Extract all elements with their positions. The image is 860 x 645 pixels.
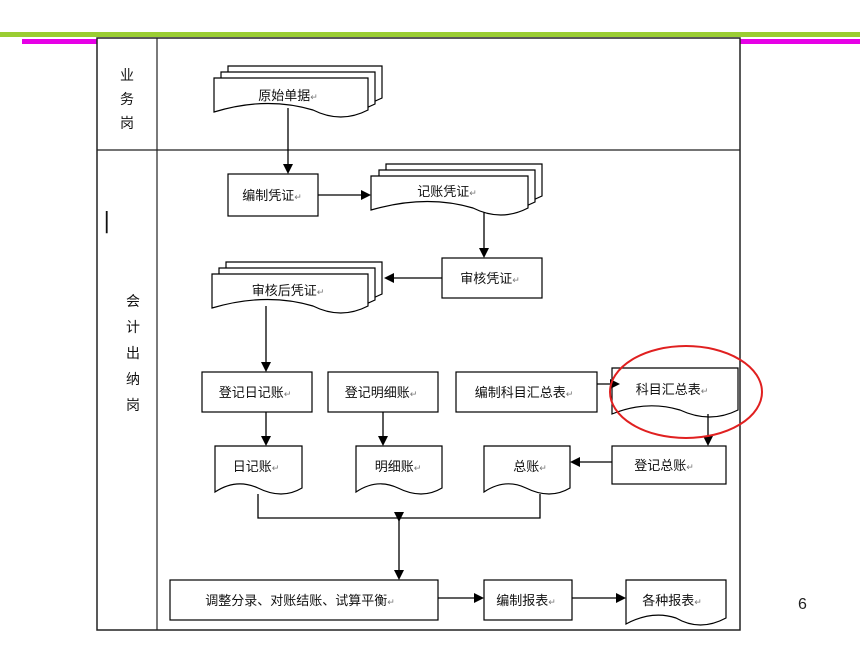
node-post-journal-label: 登记日记账↵ xyxy=(219,386,292,401)
lane-char: 纳 xyxy=(126,372,140,388)
node-journal-label: 日记账↵ xyxy=(233,460,280,475)
node-detail-ledger: 明细账↵ xyxy=(355,445,443,495)
lane-char: 出 xyxy=(126,346,140,362)
node-post-general: 登记总账↵ xyxy=(611,445,727,485)
node-post-journal: 登记日记账↵ xyxy=(201,371,313,413)
highlight-circle xyxy=(609,345,763,439)
diagram-frame xyxy=(96,37,741,631)
node-general-ledger-label: 总账↵ xyxy=(513,460,547,475)
node-reports-label: 各种报表↵ xyxy=(642,593,702,609)
node-original-docs-label: 原始单据↵ xyxy=(258,89,318,104)
lane-mark: | xyxy=(103,209,110,234)
node-detail-ledger-label: 明细账↵ xyxy=(375,460,422,475)
node-prepare-voucher-label: 编制凭证↵ xyxy=(242,189,302,204)
node-audit-voucher-label: 审核凭证↵ xyxy=(460,272,520,287)
node-post-general-label: 登记总账↵ xyxy=(634,459,694,474)
connectors xyxy=(257,108,713,603)
page-number: 6 xyxy=(798,596,807,613)
lane-char: 岗 xyxy=(126,398,140,414)
node-post-detail: 登记明细账↵ xyxy=(327,371,439,413)
node-general-ledger: 总账↵ xyxy=(483,445,571,495)
node-prepare-voucher: 编制凭证↵ xyxy=(227,173,319,217)
lane-label-accounting: 会 计 出 纳 岗 xyxy=(126,294,140,414)
node-bookkeeping-voucher-label: 记账凭证↵ xyxy=(417,185,477,200)
lane-char: 业 xyxy=(120,68,134,84)
node-prepare-summary: 编制科目汇总表↵ xyxy=(455,371,598,413)
node-prepare-summary-label: 编制科目汇总表↵ xyxy=(475,386,574,401)
node-audit-voucher: 审核凭证↵ xyxy=(441,257,543,299)
node-audited-voucher: 审核后凭证↵ xyxy=(211,261,383,314)
node-bookkeeping-voucher: 记账凭证↵ xyxy=(370,163,543,216)
lane-char: 岗 xyxy=(120,116,134,132)
node-prepare-reports: 编制报表↵ xyxy=(483,579,573,621)
accent-bar-green xyxy=(0,32,860,37)
lane-label-business: 业 务 岗 xyxy=(120,68,134,132)
node-audited-voucher-label: 审核后凭证↵ xyxy=(252,284,325,299)
lane-char: 会 xyxy=(126,294,140,310)
node-journal: 日记账↵ xyxy=(214,445,303,495)
node-account-summary-label: 科目汇总表↵ xyxy=(636,383,709,398)
lane-char: 计 xyxy=(126,320,140,336)
lane-char: 务 xyxy=(120,92,134,108)
node-prepare-reports-label: 编制报表↵ xyxy=(496,594,556,609)
node-post-detail-label: 登记明细账↵ xyxy=(345,386,418,401)
node-reports: 各种报表↵ xyxy=(625,579,727,626)
node-original-docs: 原始单据↵ xyxy=(213,65,383,118)
node-adjust-label: 调整分录、对账结账、试算平衡↵ xyxy=(205,594,395,609)
node-adjust: 调整分录、对账结账、试算平衡↵ xyxy=(169,579,439,621)
node-account-summary: 科目汇总表↵ xyxy=(611,367,739,418)
